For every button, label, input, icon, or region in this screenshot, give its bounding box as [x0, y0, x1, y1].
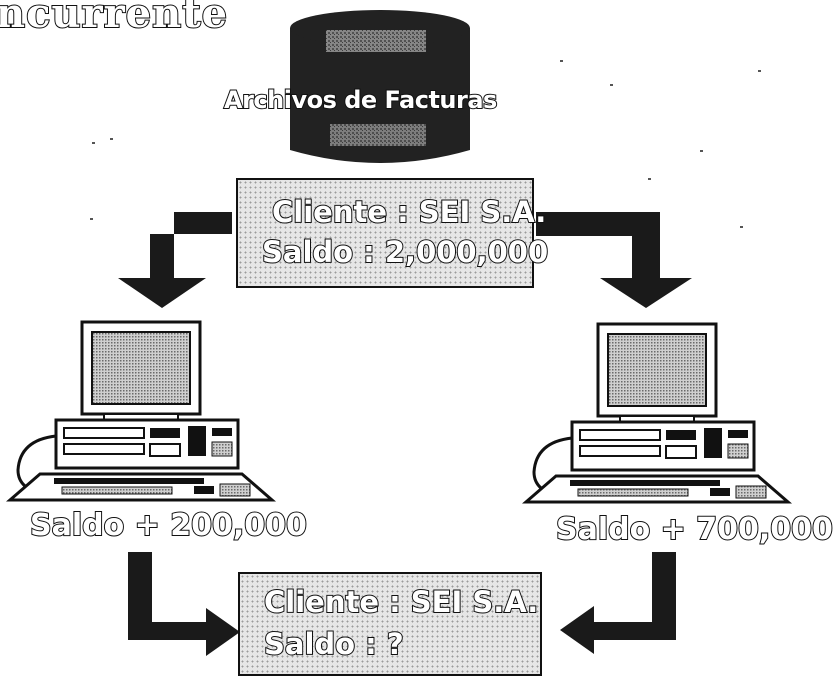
- record-balance-top: Saldo : 2,000,000: [261, 234, 549, 270]
- arrow-to-left-computer: [118, 212, 232, 308]
- database-cylinder-icon: [290, 10, 470, 163]
- record-client-top: Cliente : SEI S.A.: [271, 194, 547, 230]
- right-computer-icon: [521, 322, 793, 504]
- scan-speck: [758, 70, 761, 72]
- record-box-bottom: Cliente : SEI S.A. Saldo : ?: [238, 572, 542, 676]
- arrow-right-to-bottom-record: [560, 552, 676, 654]
- scan-speck: [90, 218, 93, 220]
- arrow-left-to-bottom-record: [128, 552, 240, 656]
- left-computer-icon: [5, 320, 277, 502]
- record-balance-bottom: Saldo : ?: [263, 626, 405, 662]
- slide-title-fragment: ncurrente: [0, 0, 229, 38]
- right-workstation-update: Saldo + 700,000: [555, 511, 833, 548]
- scan-speck: [92, 142, 95, 144]
- left-workstation-update: Saldo + 200,000: [29, 507, 308, 544]
- record-box-top: Cliente : SEI S.A. Saldo : 2,000,000: [236, 178, 549, 288]
- scan-speck: [740, 226, 743, 228]
- diagram-art: [5, 10, 793, 656]
- scan-speck: [610, 84, 613, 86]
- record-client-bottom: Cliente : SEI S.A.: [263, 584, 539, 620]
- scan-speck: [700, 150, 703, 152]
- scan-speck: [110, 138, 113, 140]
- scan-speck: [648, 178, 651, 180]
- scan-speck: [560, 60, 563, 62]
- arrow-to-right-computer: [536, 212, 692, 308]
- database-label: Archivos de Facturas: [223, 85, 498, 115]
